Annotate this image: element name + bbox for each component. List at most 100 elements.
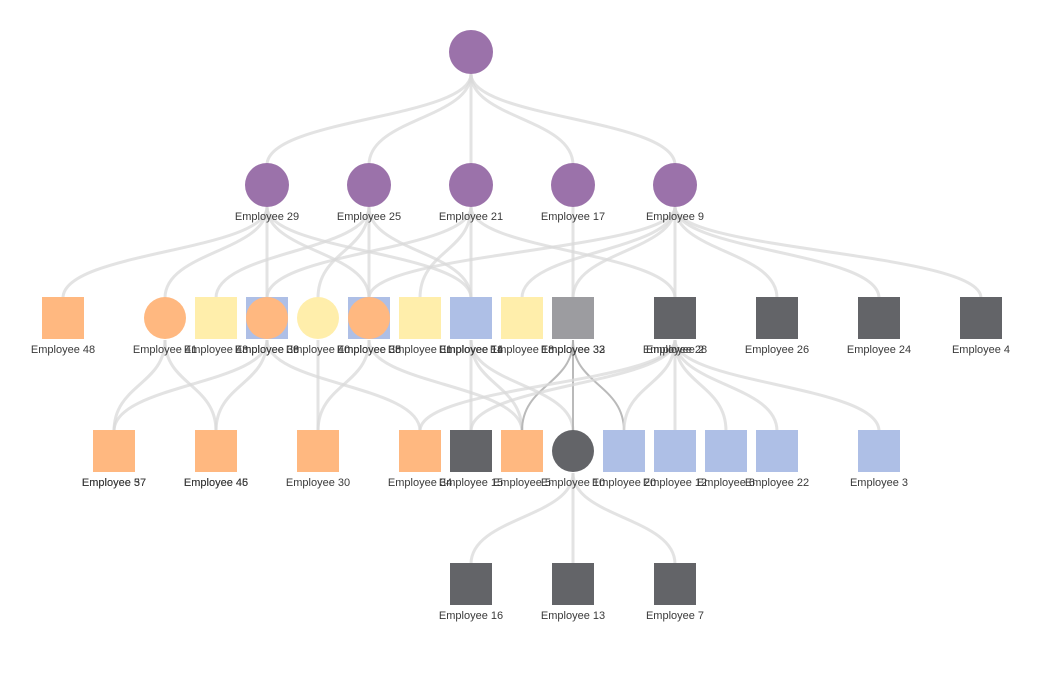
node-label-e57: Employee 57 (82, 477, 146, 489)
node-e6[interactable]: Employee 6 (697, 430, 755, 489)
node-e30[interactable]: Employee 30 (286, 430, 350, 489)
node-label-e2: Employee 2 (646, 344, 704, 356)
node-circle-e29[interactable] (245, 163, 289, 207)
node-square-e15[interactable] (450, 430, 492, 472)
node-e12[interactable]: Employee 12 (643, 430, 707, 489)
node-e22[interactable]: Employee 22 (745, 430, 809, 489)
node-e26[interactable]: Employee 26 (745, 297, 809, 356)
node-e20[interactable]: Employee 20 (592, 430, 656, 489)
node-e48[interactable]: Employee 48 (31, 297, 95, 356)
node-label-e41: Employee 41 (133, 344, 197, 356)
node-circle-root[interactable] (449, 30, 493, 74)
edge-root-e9 (469, 73, 677, 166)
node-e34[interactable]: Employee 34 (388, 430, 452, 489)
node-circle-e38[interactable] (348, 297, 390, 339)
node-square-e16[interactable] (450, 563, 492, 605)
node-e21[interactable]: Employee 21 (439, 163, 503, 223)
node-e7[interactable]: Employee 7 (646, 563, 704, 622)
node-label-e21: Employee 21 (439, 211, 503, 223)
node-square-e6[interactable] (705, 430, 747, 472)
node-label-e12: Employee 12 (643, 477, 707, 489)
node-circle-e36[interactable] (246, 297, 288, 339)
node-square-e7[interactable] (654, 563, 696, 605)
edge-e36-e46 (214, 339, 269, 432)
node-label-e33: Employee 33 (541, 344, 605, 356)
node-circle-e9[interactable] (653, 163, 697, 207)
edge-e28-e15 (469, 339, 677, 432)
node-e38[interactable]: Employee 38 (337, 297, 401, 356)
edge-e9-e18 (520, 206, 677, 299)
edge-e2-e20 (622, 339, 677, 432)
node-e31[interactable]: Employee 31 (388, 297, 452, 356)
node-e5[interactable]: Employee 5 (493, 430, 551, 489)
node-e40[interactable]: Employee 40 (286, 297, 350, 356)
node-square-e43[interactable] (195, 297, 237, 339)
node-e18[interactable]: Employee 18 (490, 297, 554, 356)
node-square-e34[interactable] (399, 430, 441, 472)
node-label-e30: Employee 30 (286, 477, 350, 489)
node-square-e24[interactable] (858, 297, 900, 339)
node-e11[interactable]: Employee 11 (439, 297, 503, 356)
edge-e29-e41 (163, 206, 269, 299)
node-e57[interactable]: Employee 57 (82, 430, 146, 489)
node-square-e22[interactable] (756, 430, 798, 472)
node-e10[interactable]: Employee 10 (541, 430, 605, 489)
node-square-e2[interactable] (654, 297, 696, 339)
node-label-e29: Employee 29 (235, 211, 299, 223)
node-square-e26[interactable] (756, 297, 798, 339)
node-square-e20[interactable] (603, 430, 645, 472)
edge-e21-e39 (265, 206, 473, 299)
node-e32[interactable]: Employee 32 (541, 297, 605, 356)
node-label-e36: Employee 36 (235, 344, 299, 356)
node-e2[interactable]: Employee 2 (646, 297, 704, 356)
edge-e9-e24 (673, 206, 881, 299)
node-circle-e10[interactable] (552, 430, 594, 472)
node-square-e5[interactable] (501, 430, 543, 472)
node-e3[interactable]: Employee 3 (850, 430, 908, 489)
node-square-e4[interactable] (960, 297, 1002, 339)
node-circle-e21[interactable] (449, 163, 493, 207)
node-e4[interactable]: Employee 4 (952, 297, 1010, 356)
node-square-e32[interactable] (552, 297, 594, 339)
node-label-e31: Employee 31 (388, 344, 452, 356)
node-square-e46[interactable] (195, 430, 237, 472)
node-e43[interactable]: Employee 43 (184, 297, 248, 356)
node-circle-e41[interactable] (144, 297, 186, 339)
node-e25[interactable]: Employee 25 (337, 163, 401, 223)
node-e46[interactable]: Employee 46 (184, 430, 248, 489)
node-circle-e40[interactable] (297, 297, 339, 339)
node-label-e43: Employee 43 (184, 344, 248, 356)
node-square-e18[interactable] (501, 297, 543, 339)
node-circle-e25[interactable] (347, 163, 391, 207)
node-e15[interactable]: Employee 15 (439, 430, 503, 489)
edge-e28-e22 (673, 339, 779, 432)
node-square-e3[interactable] (858, 430, 900, 472)
node-label-e5: Employee 5 (493, 477, 551, 489)
node-label-e11: Employee 11 (439, 344, 502, 356)
node-e13[interactable]: Employee 13 (541, 563, 605, 622)
node-e41[interactable]: Employee 41 (133, 297, 197, 356)
edge-e35-e5 (367, 339, 524, 432)
edge-e25-e14 (367, 206, 473, 299)
node-label-e6: Employee 6 (697, 477, 755, 489)
node-label-e40: Employee 40 (286, 344, 350, 356)
node-square-e31[interactable] (399, 297, 441, 339)
node-square-e12[interactable] (654, 430, 696, 472)
edge-e28-e34 (418, 339, 677, 432)
node-square-e57[interactable] (93, 430, 135, 472)
node-square-e48[interactable] (42, 297, 84, 339)
node-e9[interactable]: Employee 9 (646, 163, 704, 223)
node-circle-e17[interactable] (551, 163, 595, 207)
node-label-e38: Employee 38 (337, 344, 401, 356)
node-square-e13[interactable] (552, 563, 594, 605)
node-e29[interactable]: Employee 29 (235, 163, 299, 223)
node-label-e22: Employee 22 (745, 477, 809, 489)
node-square-e11[interactable] (450, 297, 492, 339)
node-square-e30[interactable] (297, 430, 339, 472)
node-e24[interactable]: Employee 24 (847, 297, 911, 356)
node-e17[interactable]: Employee 17 (541, 163, 605, 223)
node-e16[interactable]: Employee 16 (439, 563, 503, 622)
node-root[interactable] (449, 30, 493, 74)
node-e36[interactable]: Employee 36 (235, 297, 299, 356)
